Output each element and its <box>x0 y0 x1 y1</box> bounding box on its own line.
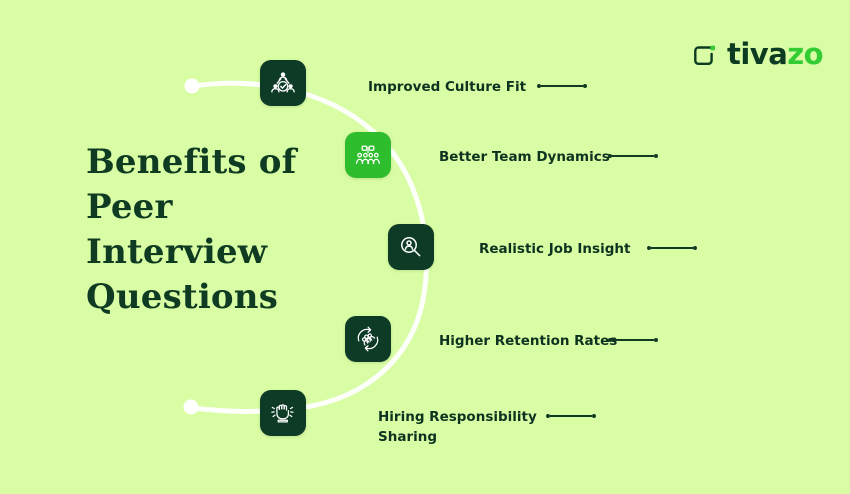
icon-tile-realistic-job-insight[interactable] <box>388 224 434 270</box>
label-realistic-job-insight: Realistic Job Insight <box>479 241 631 257</box>
connector-bar <box>651 247 693 249</box>
connector-dot-left <box>647 246 651 250</box>
connector-dot-left <box>608 154 612 158</box>
icon-tile-improved-culture-fit[interactable] <box>260 60 306 106</box>
brand-name: tivazo <box>727 37 824 71</box>
connector-bar <box>541 85 583 87</box>
people-group-check-icon <box>270 70 296 96</box>
raised-fist-icon <box>270 400 296 426</box>
connector-realistic-job-insight <box>647 246 697 250</box>
connector-dot-right <box>693 246 697 250</box>
label-hiring-responsibility-sharing: Hiring Responsibility Sharing <box>378 409 537 446</box>
magnifier-person-icon <box>398 234 424 260</box>
brand-name-part2: zo <box>787 37 824 71</box>
label-improved-culture-fit: Improved Culture Fit <box>368 79 527 95</box>
connector-dot-left <box>546 414 550 418</box>
connector-bar <box>550 415 592 417</box>
tivazo-square-mark-icon <box>690 41 718 69</box>
connector-higher-retention-rates <box>608 338 658 342</box>
page-title: Benefits of Peer Interview Questions <box>86 142 297 317</box>
connector-dot-left <box>608 338 612 342</box>
connector-dot-right <box>654 338 658 342</box>
retention-cycle-people-icon <box>355 326 381 352</box>
connector-hiring-responsibility-sharing <box>546 414 596 418</box>
label-better-team-dynamics: Better Team Dynamics <box>439 149 610 165</box>
brand-logo[interactable]: tivazo <box>690 37 824 71</box>
connector-dot-right <box>654 154 658 158</box>
arc-start-dot <box>184 78 200 94</box>
connector-dot-right <box>583 84 587 88</box>
label-higher-retention-rates: Higher Retention Rates <box>439 333 618 349</box>
team-group-icon <box>355 142 381 168</box>
icon-tile-higher-retention-rates[interactable] <box>345 316 391 362</box>
brand-name-part1: tiva <box>727 37 788 71</box>
connector-bar <box>612 155 654 157</box>
connector-bar <box>612 339 654 341</box>
connector-dot-right <box>592 414 596 418</box>
connector-better-team-dynamics <box>608 154 658 158</box>
icon-tile-hiring-responsibility-sharing[interactable] <box>260 390 306 436</box>
icon-tile-better-team-dynamics[interactable] <box>345 132 391 178</box>
arc-end-dot <box>183 399 199 415</box>
connector-improved-culture-fit <box>537 84 587 88</box>
connector-dot-left <box>537 84 541 88</box>
